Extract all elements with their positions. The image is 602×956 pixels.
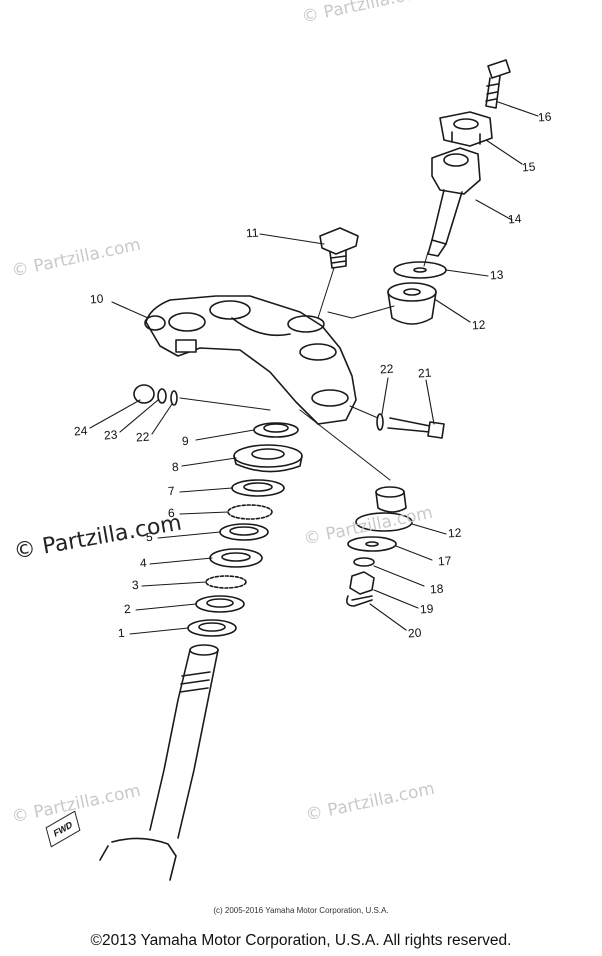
part-21-bolt [387, 417, 445, 439]
callout-1: 1 [117, 625, 126, 641]
callout-3: 3 [131, 577, 140, 593]
under-bracket-shaft [99, 644, 219, 881]
part-15-holder-cap [439, 111, 493, 147]
part-12-upper-damper [387, 282, 437, 325]
part-4-race [209, 548, 263, 568]
callout-16: 16 [537, 109, 552, 125]
callout-2: 2 [123, 601, 132, 617]
part-22-lock-washer-right [376, 413, 384, 431]
part-16-bolt [485, 59, 511, 109]
callout-10: 10 [89, 291, 104, 307]
part-11-bolt [319, 227, 359, 269]
callout-5: 5 [145, 529, 154, 545]
assembly-lines [179, 251, 429, 481]
part-18-washer [353, 557, 375, 567]
part-13-washer [393, 261, 447, 279]
callout-6: 6 [167, 505, 176, 521]
callout-23: 23 [103, 427, 118, 443]
callout-17: 17 [437, 553, 452, 569]
callout-9: 9 [181, 433, 190, 449]
part-7-cover [231, 479, 285, 497]
callout-20: 20 [407, 625, 422, 641]
diagram-copyright: (c) 2005-2016 Yamaha Motor Corporation, … [213, 906, 389, 915]
callout-11: 11 [245, 225, 259, 241]
callout-15: 15 [521, 159, 536, 175]
leader-lines [89, 101, 539, 635]
part-12-lower-damper [355, 486, 413, 532]
callout-7: 7 [167, 483, 176, 499]
part-9-nut [253, 422, 299, 438]
part-6-ball-race [227, 504, 273, 520]
callout-4: 4 [139, 555, 148, 571]
part-14-handle-holder [427, 147, 481, 257]
part-1-seal [187, 619, 237, 637]
part-24-nut [133, 384, 155, 404]
part-23-washer [157, 388, 167, 404]
callout-12: 12 [447, 525, 462, 541]
part-22-lock-washer-left [170, 390, 178, 406]
part-10-steering-crown [144, 295, 357, 425]
callout-12: 12 [471, 317, 486, 333]
callout-24: 24 [73, 423, 88, 439]
part-3-balls [205, 575, 247, 589]
part-20-cotter-pin [346, 595, 373, 607]
part-8-ring-nut [233, 444, 303, 473]
callout-22: 22 [379, 361, 394, 377]
callout-13: 13 [489, 267, 504, 283]
part-5-race [219, 523, 269, 541]
callout-19: 19 [419, 601, 434, 617]
callout-21: 21 [417, 365, 432, 381]
part-17-washer [347, 536, 397, 552]
callout-18: 18 [429, 581, 444, 597]
footer-copyright: ©2013 Yamaha Motor Corporation, U.S.A. A… [90, 932, 512, 949]
part-19-nut [349, 571, 375, 595]
part-2-race [195, 595, 245, 613]
callout-8: 8 [171, 459, 180, 475]
callout-14: 14 [507, 211, 522, 227]
callout-22: 22 [135, 429, 150, 445]
